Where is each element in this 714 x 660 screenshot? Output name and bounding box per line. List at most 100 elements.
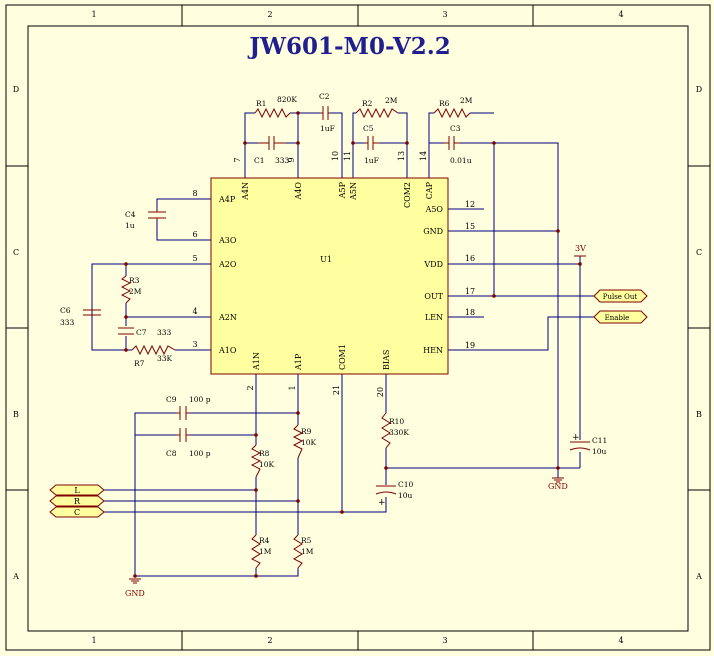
c7-value: 333 bbox=[157, 328, 172, 337]
pin-4-number: 4 bbox=[192, 307, 197, 316]
pin-16-number: 16 bbox=[465, 254, 475, 263]
c6-ref: C6 bbox=[60, 306, 71, 315]
pin-2-number: 2 bbox=[246, 385, 255, 390]
capacitor-c10-plate-b bbox=[375, 491, 397, 495]
port-pulse-out: Pulse Out bbox=[593, 289, 648, 303]
bottom-pin-names: A1N A1P COM1 BIAS bbox=[252, 344, 391, 371]
pin-11-number: 11 bbox=[343, 151, 352, 161]
pin-len-name: LEN bbox=[425, 313, 443, 322]
r5-value: 1M bbox=[301, 547, 314, 556]
row-label-left-b: B bbox=[13, 410, 19, 419]
pin-15-number: 15 bbox=[465, 222, 475, 231]
c11-value: 10u bbox=[592, 447, 607, 456]
r3-ref: R3 bbox=[129, 276, 140, 285]
pin-12-number: 12 bbox=[465, 200, 475, 209]
c8-ref: C8 bbox=[166, 449, 177, 458]
gnd-right-label: GND bbox=[548, 482, 568, 491]
pin-a2n-name: A2N bbox=[218, 313, 237, 322]
r5-ref: R5 bbox=[301, 536, 312, 545]
r1-ref: R1 bbox=[256, 99, 266, 108]
chip-ref-label: U1 bbox=[320, 255, 332, 264]
pin-19-number: 19 bbox=[465, 341, 475, 350]
row-label-left-d: D bbox=[13, 85, 19, 94]
col-label-bottom-2: 2 bbox=[267, 636, 272, 645]
resistor-r5-symbol bbox=[292, 534, 303, 569]
col-label-top-1: 1 bbox=[91, 10, 96, 19]
right-pin-names: A5O GND VDD OUT LEN HEN bbox=[423, 205, 443, 355]
pin-14-number: 14 bbox=[419, 151, 428, 161]
gnd-symbol-left bbox=[129, 578, 141, 584]
r6-ref: R6 bbox=[439, 99, 450, 108]
c5-ref: C5 bbox=[363, 124, 374, 133]
pin-cap-name: CAP bbox=[425, 181, 434, 199]
pin-a2o-name: A2O bbox=[218, 260, 237, 269]
port-r-label: R bbox=[74, 497, 81, 506]
pin-a5o-name: A5O bbox=[425, 205, 444, 214]
gnd-symbol-right bbox=[552, 477, 564, 483]
row-label-left-a: A bbox=[12, 572, 19, 581]
polarity-markers: + + bbox=[378, 433, 580, 508]
c6-value: 333 bbox=[60, 318, 75, 327]
c5-value: 1uF bbox=[364, 156, 379, 165]
c1-value: 333 bbox=[275, 156, 290, 165]
left-pin-numbers: 8 6 5 4 3 bbox=[192, 189, 197, 349]
sheet-title: JW601-M0-V2.2 bbox=[247, 33, 450, 60]
c4-value: 1u bbox=[125, 221, 135, 230]
vdd-symbol: 3V bbox=[574, 244, 586, 257]
gnd-left-label: GND bbox=[125, 589, 145, 598]
pin-13-number: 13 bbox=[397, 151, 406, 161]
r2-value: 2M bbox=[385, 96, 398, 105]
r7-ref: R7 bbox=[134, 359, 145, 368]
r8-value: 10K bbox=[259, 460, 275, 469]
resistor-r8-symbol bbox=[250, 444, 262, 478]
pin-vdd-name: VDD bbox=[423, 260, 443, 269]
r4-value: 1M bbox=[259, 547, 272, 556]
pin-a4o-name: A4O bbox=[294, 182, 303, 201]
pin-a5n-name: A5N bbox=[349, 182, 358, 201]
c9-ref: C9 bbox=[166, 395, 177, 404]
port-c: C bbox=[49, 506, 105, 518]
port-r: R bbox=[49, 495, 105, 507]
pin-gnd-name: GND bbox=[423, 227, 443, 236]
c8-value: 100 p bbox=[189, 449, 211, 458]
port-l-label: L bbox=[74, 486, 80, 495]
c11-plus-sign: + bbox=[572, 433, 580, 443]
pin-5-number: 5 bbox=[192, 254, 197, 263]
component-labels: R1 820K C2 1uF C1 333 R2 2M C5 1uF R6 2M… bbox=[60, 92, 607, 556]
c3-ref: C3 bbox=[450, 124, 461, 133]
pin-hen-name: HEN bbox=[423, 346, 443, 355]
vdd-label: 3V bbox=[575, 244, 586, 253]
pin-10-number: 10 bbox=[331, 151, 340, 161]
pulse-out-label: Pulse Out bbox=[603, 293, 638, 301]
r7-value: 33K bbox=[157, 354, 173, 363]
pin-3-number: 3 bbox=[192, 340, 197, 349]
top-pin-names: A4N A4O A5P A5N COM2 CAP bbox=[241, 181, 434, 208]
port-l: L bbox=[49, 484, 105, 496]
col-label-top-4: 4 bbox=[618, 10, 623, 19]
pin-18-number: 18 bbox=[465, 308, 475, 317]
right-pin-numbers: 12 15 16 17 18 19 bbox=[465, 200, 475, 350]
c7-ref: C7 bbox=[136, 328, 147, 337]
pin-a1n-name: A1N bbox=[252, 352, 261, 371]
enable-label: Enable bbox=[605, 314, 630, 322]
chip-body bbox=[210, 177, 449, 375]
capacitor-c11-plate-b bbox=[569, 447, 591, 451]
row-label-right-d: D bbox=[696, 85, 702, 94]
row-label-left-c: C bbox=[13, 248, 19, 257]
resistor-r10-symbol bbox=[381, 412, 391, 449]
resistor-r9-symbol bbox=[292, 424, 304, 459]
pin-20-number: 20 bbox=[376, 387, 385, 397]
c2-value: 1uF bbox=[320, 124, 335, 133]
r6-value: 2M bbox=[460, 96, 473, 105]
r2-ref: R2 bbox=[362, 99, 373, 108]
pin-out-name: OUT bbox=[424, 292, 443, 301]
c10-ref: C10 bbox=[398, 480, 414, 489]
col-label-bottom-4: 4 bbox=[618, 636, 623, 645]
c10-value: 10u bbox=[398, 491, 413, 500]
chip-u1: U1 7 9 10 11 13 14 A4N A4O A5P A5N COM2 … bbox=[192, 151, 475, 397]
r10-value: 330K bbox=[389, 428, 409, 437]
pin-9-number: 9 bbox=[287, 157, 296, 162]
col-label-bottom-3: 3 bbox=[442, 636, 447, 645]
pin-a1p-name: A1P bbox=[294, 353, 303, 371]
